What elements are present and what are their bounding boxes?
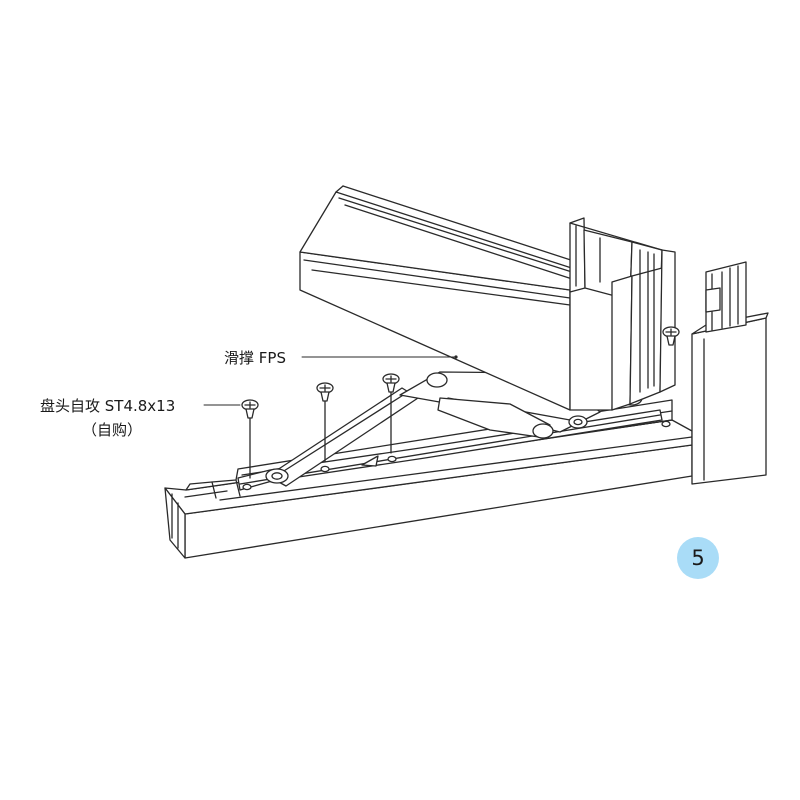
screw-1 xyxy=(241,399,259,479)
sash-profile xyxy=(299,185,676,411)
screw-label: 盘头自攻 ST4.8x13 xyxy=(40,397,176,415)
screw-2 xyxy=(316,382,334,463)
screw-4 xyxy=(662,326,680,346)
step-number-badge: 5 xyxy=(677,537,719,579)
screw-note-label: （自购） xyxy=(82,421,143,439)
vertical-frame-post xyxy=(691,261,769,485)
friction-stay-label: 滑撑 FPS xyxy=(224,349,286,367)
screw-3 xyxy=(382,373,400,454)
